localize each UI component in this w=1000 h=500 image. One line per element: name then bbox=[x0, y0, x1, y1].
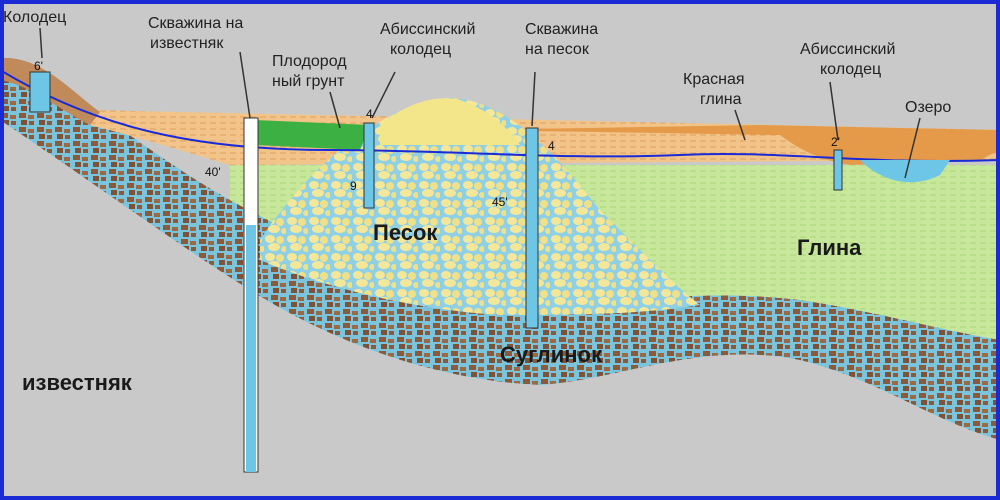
borehole-limestone-water bbox=[246, 225, 256, 472]
well-shaft bbox=[29, 71, 51, 113]
label-fertile-soil: Плодород ный грунт bbox=[272, 53, 351, 90]
depth-sand-top: 4 bbox=[548, 139, 555, 153]
depth-limestone: 40' bbox=[205, 165, 221, 179]
leader-fertile-soil bbox=[329, 91, 341, 129]
leader-borehole-sand bbox=[531, 71, 536, 127]
leader-lake bbox=[904, 117, 921, 179]
water-table-line bbox=[0, 69, 1000, 163]
label-borehole-limestone-1: Скважина на bbox=[148, 15, 243, 32]
depth-well: 6' bbox=[34, 59, 43, 73]
leader-borehole-limestone bbox=[239, 51, 251, 119]
label-lake: Озеро bbox=[905, 99, 951, 116]
depth-abyss-1-top: 4 bbox=[366, 107, 373, 121]
loam-layer bbox=[0, 60, 1000, 440]
layer-limestone-label: известняк bbox=[22, 370, 133, 395]
depth-sand-mid: 45' bbox=[492, 195, 508, 209]
lake-water bbox=[860, 160, 950, 183]
abyssinian-well-2-pipe bbox=[833, 149, 843, 191]
label-borehole-limestone-2: известняк bbox=[150, 35, 224, 52]
label-abyssinian-2: Абиссинский колодец bbox=[800, 41, 900, 78]
borehole-sand bbox=[525, 127, 539, 329]
fertile-soil-layer bbox=[255, 120, 370, 150]
red-clay-top bbox=[470, 125, 1000, 165]
layer-loam-label: Суглинок bbox=[500, 342, 603, 367]
depth-abyss-2: 2' bbox=[831, 135, 840, 149]
layer-sand-label: Песок bbox=[373, 220, 438, 245]
label-well: Колодец bbox=[3, 9, 66, 26]
leader-well bbox=[39, 27, 43, 59]
label-borehole-limestone: Скважина на известняк bbox=[148, 15, 248, 52]
leader-abyssinian-2 bbox=[829, 81, 839, 141]
layer-clay-label: Глина bbox=[797, 235, 862, 260]
sand-top bbox=[380, 98, 520, 145]
abyssinian-well-1-pipe bbox=[363, 122, 375, 209]
label-abyssinian-1: Абиссинский колодец bbox=[380, 21, 480, 58]
label-borehole-sand: Скважина на песок bbox=[525, 21, 603, 58]
label-red-clay: Красная глина bbox=[683, 71, 749, 108]
leader-red-clay bbox=[734, 109, 746, 141]
leader-abyssinian-1 bbox=[371, 71, 396, 119]
depth-abyss-1-bottom: 9 bbox=[350, 179, 357, 193]
